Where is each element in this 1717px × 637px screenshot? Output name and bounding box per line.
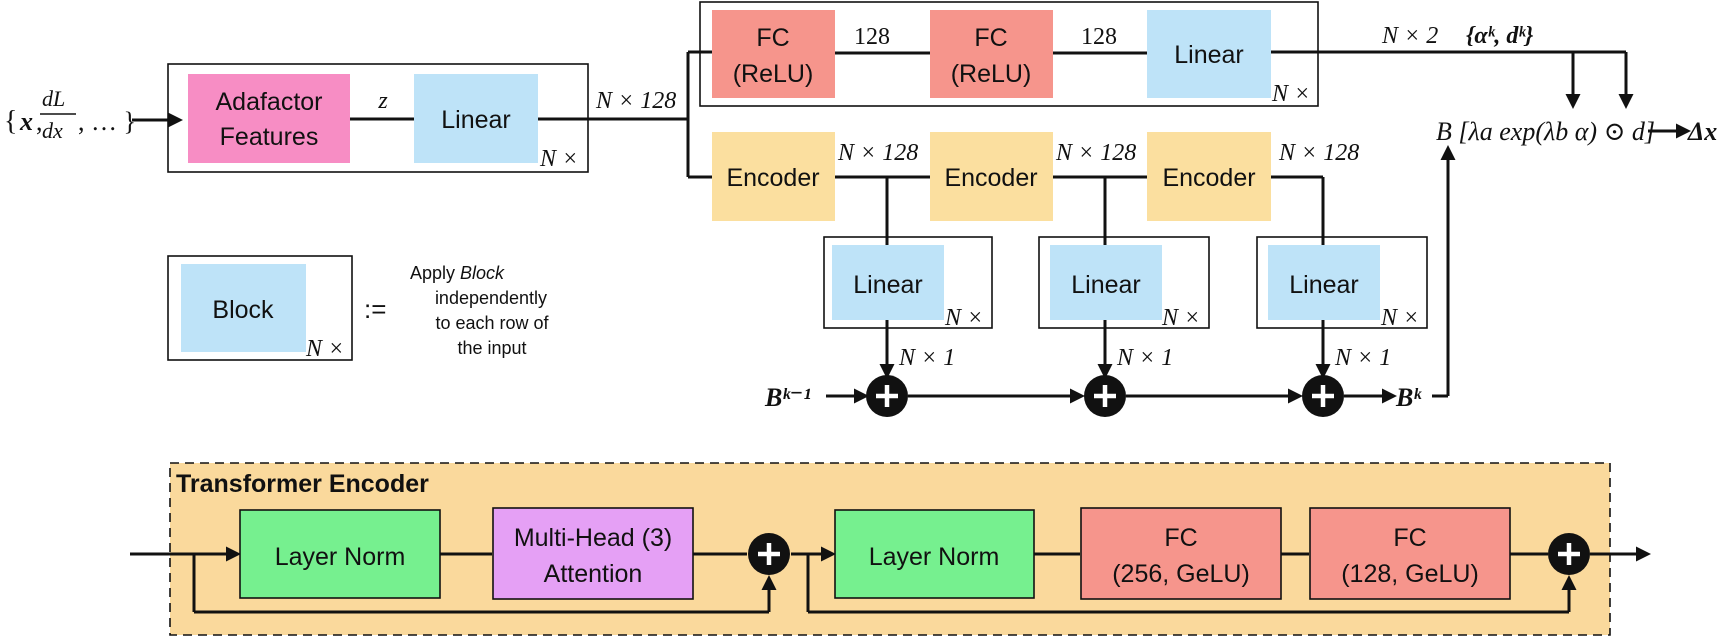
nx-box-linear-3 [1256,236,1428,329]
nx-label: N × [539,146,578,172]
alpha-d-label: {αᵏ, dᵏ} [1466,23,1534,49]
n128-label: N × 128 [595,88,676,114]
svg-text:FC: FC [756,24,789,52]
linear-box-3 [1268,245,1380,320]
mha-box [492,507,694,600]
nx-box-linear-1 [823,236,993,329]
svg-text:Apply Block: Apply Block [410,263,505,283]
svg-text:independently: independently [435,288,547,308]
dim-128-label: 128 [854,24,890,50]
svg-text:N ×: N × [1161,305,1200,331]
fc-gelu-box-2 [1309,507,1511,600]
adafactor-line2: Features [220,123,319,151]
svg-text:(256, GeLU): (256, GeLU) [1112,560,1250,588]
svg-text:(128, GeLU): (128, GeLU) [1341,560,1479,588]
svg-text:(ReLU): (ReLU) [951,60,1032,88]
b-prev-label: Bᵏ⁻¹ [764,383,811,412]
update-expression: B [λa exp(λb α) ⊙ d] [1436,117,1655,146]
svg-text:FC: FC [1393,524,1426,552]
svg-text:FC: FC [1164,524,1197,552]
svg-text:N ×: N × [305,336,344,362]
fc-relu-box-2 [930,10,1053,98]
n2-label: N × 2 [1381,23,1438,49]
z-label: z [377,88,388,114]
svg-text:Linear: Linear [1174,41,1244,69]
nx-box-fc [699,1,1319,107]
fc-gelu-box-1 [1080,507,1282,600]
svg-text:FC: FC [974,24,1007,52]
svg-text:Linear: Linear [853,271,923,299]
encoder-box-1 [712,132,835,221]
svg-text:Encoder: Encoder [944,164,1037,192]
legend-nx-box [167,255,353,361]
svg-text:N × 128: N × 128 [1055,140,1136,166]
plus-icon [1302,375,1344,417]
svg-text:Layer Norm: Layer Norm [869,543,1000,571]
b-k-label: Bᵏ [1395,383,1422,412]
svg-text:dx: dx [42,118,63,143]
linear-box-features [414,74,538,163]
svg-text:Encoder: Encoder [1162,164,1255,192]
svg-text:(ReLU): (ReLU) [733,60,814,88]
plus-icon [866,375,908,417]
nx-box-linear-2 [1038,236,1210,329]
legend-assign: := [364,294,386,324]
svg-text:Linear: Linear [1071,271,1141,299]
svg-text:Multi-Head (3): Multi-Head (3) [514,524,672,552]
svg-text:the input: the input [457,338,526,358]
plus-icon [1548,533,1590,575]
svg-text:N × 128: N × 128 [1278,140,1359,166]
layer-norm-box-1 [239,509,441,599]
linear-label: Linear [441,106,511,134]
svg-text:,: , [36,107,43,136]
svg-text:N × 128: N × 128 [837,140,918,166]
svg-text:to each row of: to each row of [435,313,549,333]
encoder-box-3 [1147,132,1271,221]
n1-label: N × 1 [898,345,955,371]
adafactor-features-box [188,74,350,163]
svg-text:N × 1: N × 1 [1116,345,1173,371]
svg-text:N ×: N × [1380,305,1419,331]
linear-box-2 [1050,245,1162,320]
svg-text:Encoder: Encoder [726,164,819,192]
svg-text:Linear: Linear [1289,271,1359,299]
layer-norm-box-2 [834,509,1035,599]
fc-relu-box-1 [712,10,835,98]
plus-icon [748,533,790,575]
linear-box-fc [1147,10,1271,98]
svg-text:N × 1: N × 1 [1334,345,1391,371]
encoder-box-2 [930,132,1053,221]
svg-text:Attention: Attention [544,560,643,588]
transformer-title: Transformer Encoder [176,470,429,498]
delta-x-label: Δx [1687,117,1717,146]
svg-text:Layer Norm: Layer Norm [275,543,406,571]
plus-icon [1084,375,1126,417]
legend-description: Apply Block independently to each row of… [410,263,550,358]
input-label: { x , dL dx , … } [4,86,136,143]
nx-label: N × [1271,81,1310,107]
legend-block-label: Block [212,296,274,324]
adafactor-line1: Adafactor [215,88,322,116]
legend-block-box [181,264,306,352]
svg-text:, … }: , … } [78,107,136,136]
svg-text:N ×: N × [944,305,983,331]
svg-text:x: x [19,107,33,136]
linear-box-1 [832,245,944,320]
svg-text:dL: dL [42,86,65,111]
dim-128-label: 128 [1081,24,1117,50]
svg-text:{: { [4,106,17,137]
